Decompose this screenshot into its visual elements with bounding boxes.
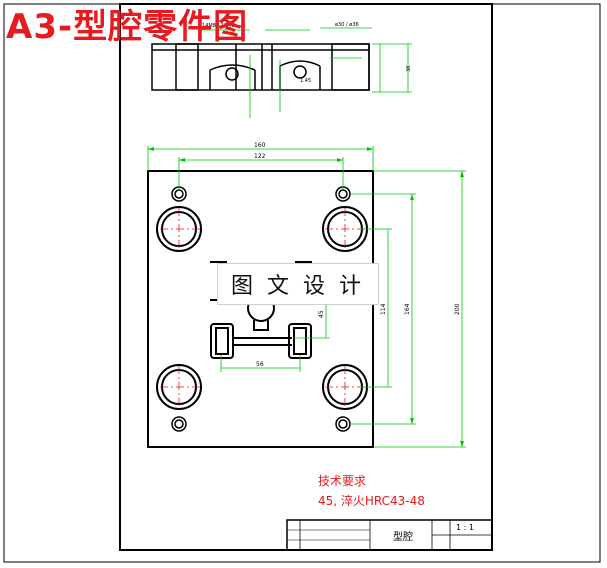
dim-200: 200: [454, 303, 461, 315]
dim-45: 45: [318, 310, 325, 318]
dim-122: 122: [254, 153, 266, 160]
section-view: [151, 43, 370, 91]
requirements-heading: 技术要求: [318, 474, 367, 488]
dim-160: 160: [254, 142, 266, 149]
svg-text:ø30 / ø36: ø30 / ø36: [335, 22, 359, 28]
section-dim-labels: 14M8 / 16M8 ø30 / ø36 1.45 38: [202, 22, 412, 84]
dim-arrows: [148, 147, 464, 447]
plan-dimensions: [147, 146, 466, 448]
dim-56: 56: [256, 361, 264, 368]
svg-text:14M8 / 16M8: 14M8 / 16M8: [202, 23, 235, 29]
center-lines: [160, 208, 365, 408]
dim-164: 164: [404, 303, 411, 315]
requirements-line: 45, 淬火HRC43-48: [318, 494, 425, 508]
scale-label: 1 : 1: [456, 523, 474, 532]
drawing-title: A3-型腔零件图: [6, 7, 249, 47]
small-holes: [171, 186, 351, 432]
watermark: 图文设计: [217, 263, 379, 305]
part-name: 型腔: [393, 532, 413, 543]
svg-text:38: 38: [406, 66, 412, 72]
svg-text:1.45: 1.45: [300, 78, 311, 84]
guide-holes: [156, 206, 368, 410]
section-dimensions: [200, 27, 412, 118]
title-block: [286, 519, 493, 551]
mold-plate: [147, 170, 374, 448]
plan-dim-labels: 160 122 200 164 114 45 56: [254, 142, 461, 368]
dim-114: 114: [380, 303, 387, 315]
